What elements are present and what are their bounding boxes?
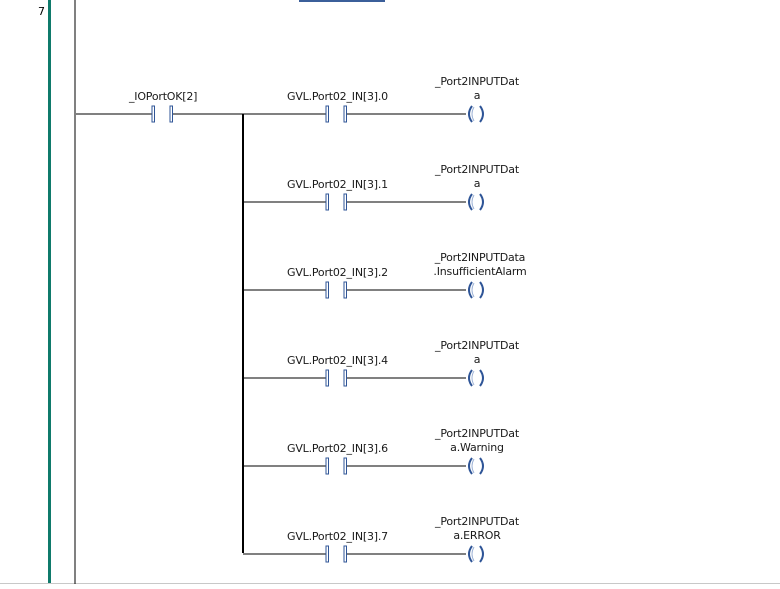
branch-contact-label[interactable]: GVL.Port02_IN[3].1 bbox=[287, 178, 388, 191]
output-coil[interactable] bbox=[468, 457, 484, 475]
branch-contact-label[interactable]: GVL.Port02_IN[3].7 bbox=[287, 530, 388, 543]
input-contact[interactable] bbox=[151, 105, 173, 123]
branch-contact[interactable] bbox=[325, 369, 347, 387]
branch-contact[interactable] bbox=[325, 281, 347, 299]
rung-separator bbox=[0, 583, 780, 584]
output-coil[interactable] bbox=[468, 369, 484, 387]
branch-contact[interactable] bbox=[325, 105, 347, 123]
branch-contact[interactable] bbox=[325, 545, 347, 563]
selection-marker bbox=[299, 0, 385, 2]
branch-contact-label[interactable]: GVL.Port02_IN[3].2 bbox=[287, 266, 388, 279]
input-contact-label[interactable]: _IOPortOK[2] bbox=[129, 90, 198, 103]
left-power-rail bbox=[48, 0, 51, 584]
branch-contact[interactable] bbox=[325, 457, 347, 475]
coil-label[interactable]: _Port2INPUTData.InsufficientAlarm bbox=[433, 251, 527, 278]
output-coil[interactable] bbox=[468, 545, 484, 563]
output-coil[interactable] bbox=[468, 105, 484, 123]
output-coil[interactable] bbox=[468, 281, 484, 299]
branch-contact[interactable] bbox=[325, 193, 347, 211]
branch-contact-label[interactable]: GVL.Port02_IN[3].6 bbox=[287, 442, 388, 455]
rung-number: 7 bbox=[38, 5, 45, 18]
branch-contact-label[interactable]: GVL.Port02_IN[3].4 bbox=[287, 354, 388, 367]
output-coil[interactable] bbox=[468, 193, 484, 211]
branch-contact-label[interactable]: GVL.Port02_IN[3].0 bbox=[287, 90, 388, 103]
